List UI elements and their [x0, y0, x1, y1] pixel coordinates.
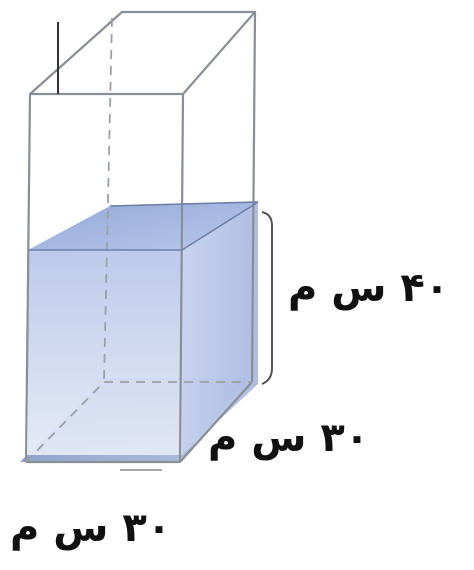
water-surface-right-edge: [181, 201, 259, 251]
tank-back-left-edge-hidden: [103, 17, 113, 383]
tank-outline: [24, 10, 257, 464]
depth-label: ۳۰ س م: [208, 415, 370, 461]
tank-bottom-right-edge: [179, 381, 253, 463]
height-dimension-bracket: [261, 211, 273, 385]
width-label: ۳۰ س م: [10, 505, 172, 551]
water-side-face: [182, 202, 258, 455]
height-label: ۴۰ س م: [288, 265, 450, 311]
water-front-face: [28, 250, 182, 455]
tank-bottom-left-edge-hidden: [25, 381, 105, 463]
tank-back-right-edge: [250, 11, 257, 383]
tank-top-edge: [28, 10, 257, 96]
water-edges: [28, 201, 259, 251]
water-surface-back-edge: [109, 201, 259, 207]
tank-front-right-edge: [178, 93, 185, 463]
water-volume: [20, 202, 258, 462]
hidden-edges: [25, 17, 252, 463]
tank-front-left-edge: [24, 93, 32, 463]
